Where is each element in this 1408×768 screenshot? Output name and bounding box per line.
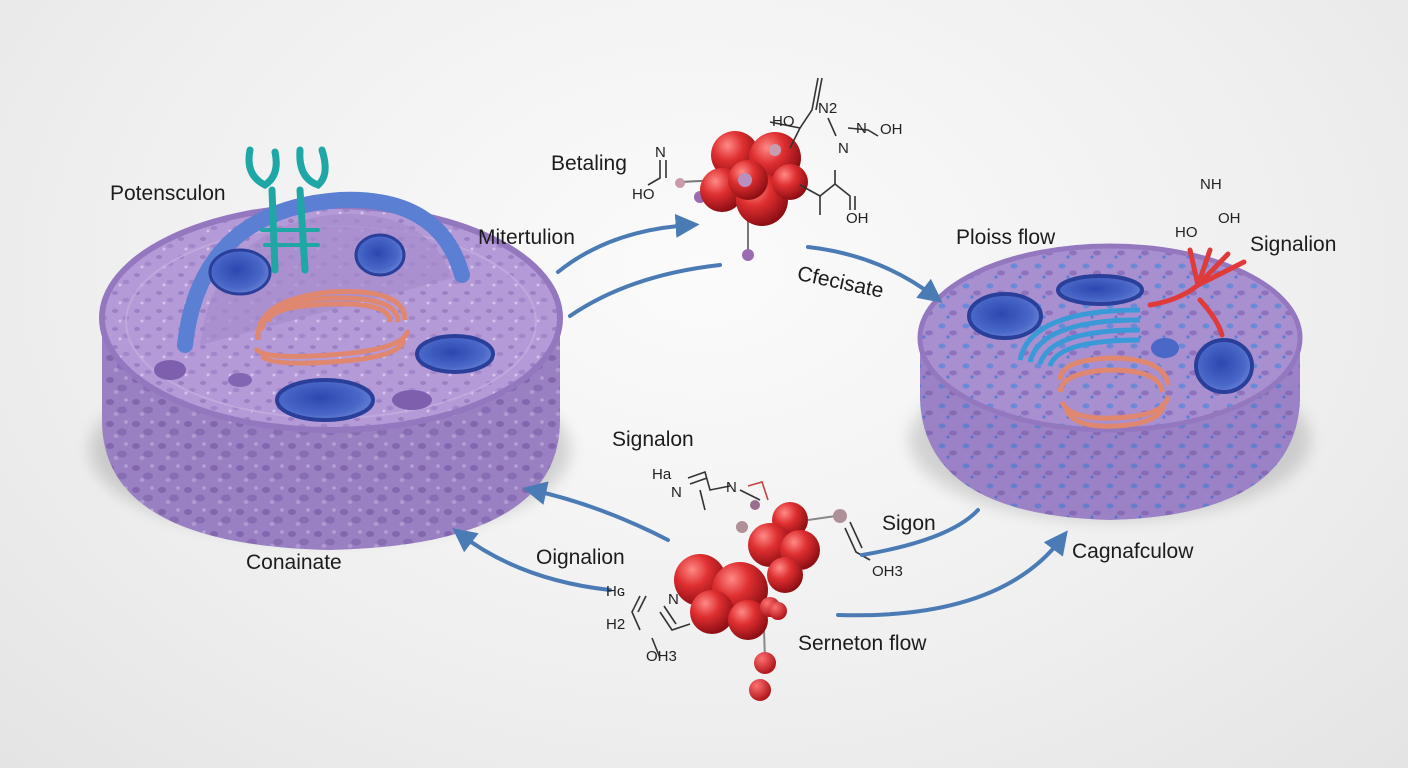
arrow-signalon — [522, 481, 670, 542]
chem-oh-b: OH — [846, 210, 869, 227]
right-er — [1017, 307, 1141, 367]
membrane-dome — [177, 191, 470, 353]
right-nucleus-2 — [1056, 274, 1144, 306]
chem-ho-b: HO — [632, 186, 655, 203]
label-conainate: Conainate — [246, 551, 342, 574]
chem-n-b: N — [838, 140, 849, 157]
label-cagnafculow: Cagnafculow — [1072, 540, 1194, 563]
left-nucleus-2 — [415, 334, 495, 374]
chem-oh-c: OH — [1218, 210, 1241, 227]
chem-oh-a: OH — [880, 121, 903, 138]
top-molecule — [675, 131, 808, 261]
bottom-molecule — [674, 500, 847, 701]
left-cell — [90, 146, 570, 550]
chem-oh3-a: OH3 — [872, 563, 903, 580]
red-receptor — [1147, 247, 1247, 338]
label-mitertulion: Mitertulion — [478, 226, 575, 249]
chem-nh: NH — [1200, 176, 1222, 193]
arrow-sigon — [860, 508, 980, 557]
right-mitochondria — [1057, 355, 1171, 429]
left-nucleus-1 — [275, 378, 375, 422]
top-bonds — [647, 77, 879, 215]
chem-n-a: N — [856, 120, 867, 137]
flow-arrows — [452, 213, 1068, 618]
label-oignalion: Oignalion — [536, 546, 625, 569]
chem-n-f: N — [668, 591, 679, 608]
chem-n-e: N — [726, 479, 737, 496]
chem-n-d: N — [671, 484, 682, 501]
label-betaling: Betaling — [551, 152, 627, 175]
chem-oh3-b: OH3 — [646, 648, 677, 665]
right-cell — [910, 243, 1310, 520]
label-sigon: Sigon — [882, 512, 936, 535]
chem-ha: Ha — [652, 466, 672, 483]
arrow-cfecisate — [806, 245, 943, 303]
bottom-bonds — [631, 470, 871, 659]
arrow-mitertulion — [556, 213, 700, 274]
right-nucleus-3 — [1194, 338, 1254, 394]
right-nucleus-1 — [967, 292, 1043, 340]
chem-hg: Hɢ — [606, 583, 626, 600]
arrow-return-top — [568, 263, 722, 318]
chem-n2: N2 — [818, 100, 838, 117]
left-mitochondria — [253, 289, 411, 366]
label-ploiss-flow: Ploiss flow — [956, 226, 1056, 249]
chem-h2: H2 — [606, 616, 626, 633]
chem-n-c: N — [655, 144, 666, 161]
label-signalon: Signalon — [612, 428, 694, 451]
label-signalion: Signalion — [1250, 233, 1337, 256]
teal-receptor — [245, 146, 329, 274]
arrow-oignalion — [452, 528, 612, 592]
label-potensculon: Potensculon — [110, 182, 226, 205]
label-serneton-flow: Serneton flow — [798, 632, 927, 655]
arrow-serneton — [836, 530, 1068, 618]
chem-ho-c: HO — [1175, 224, 1198, 241]
chem-ho-a: HO — [772, 113, 795, 130]
